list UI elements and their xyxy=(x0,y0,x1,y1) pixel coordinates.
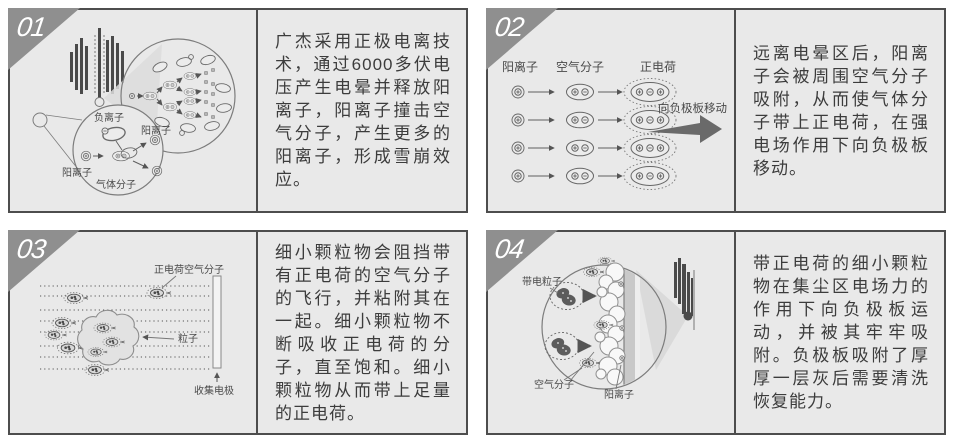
label-gas-molecule: 气体分子 xyxy=(96,178,136,191)
label-cation: 阳离子 xyxy=(604,388,634,401)
electrode-device xyxy=(674,258,695,330)
dust-collection-diagram: 带电粒子 空气分子 阳离子 xyxy=(488,232,734,433)
panel-divider xyxy=(256,232,258,433)
ion-attachment-diagram: 阳离子 空气分子 正电荷 xyxy=(488,10,734,211)
magnifier-source-point xyxy=(32,112,48,128)
step-panel-04: 04 xyxy=(486,230,946,435)
step-description: 远离电晕区后，阳离子会被周围空气分子吸附，从而使气体分子带上正电荷，在强电场作用… xyxy=(753,43,929,178)
step-panel-03: 03 正电荷空气分子 xyxy=(8,230,468,435)
collection-zone-circle xyxy=(541,264,667,390)
molecule-row xyxy=(512,135,676,162)
particle-blob xyxy=(77,309,140,366)
collecting-electrode-bar xyxy=(212,275,222,369)
step-description: 细小颗粒物会阻挡带有正电荷的空气分子的飞行，并粘附其在一起。细小颗粒物不断吸收正… xyxy=(275,242,451,423)
step-text-04: 带正电荷的细小颗粒物在集尘区电场力的作用下向负极板运动，并被其牢牢吸附。负极板吸… xyxy=(736,232,944,433)
panel-divider xyxy=(256,10,258,211)
dust-clouds xyxy=(594,262,626,386)
label-charged-particle: 带电粒子 xyxy=(522,275,562,288)
charged-particle-cluster xyxy=(544,332,580,360)
negative-plate-arrow xyxy=(648,115,722,143)
label-air-molecule: 空气分子 xyxy=(556,59,604,74)
particle-charging-diagram: 正电荷空气分子 粒子 收集电极 xyxy=(10,232,256,433)
label-cation: 阳离子 xyxy=(502,59,538,74)
label-cation-left: 阳离子 xyxy=(62,166,92,179)
corona-needle xyxy=(70,28,124,107)
label-charged-air-molecule: 正电荷空气分子 xyxy=(154,263,224,276)
dust-plate xyxy=(623,266,640,388)
molecule-row xyxy=(512,79,676,106)
step-number: 03 xyxy=(14,234,48,264)
step-text-03: 细小颗粒物会阻挡带有正电荷的空气分子的飞行，并粘附其在一起。细小颗粒物不断吸收正… xyxy=(258,232,466,433)
molecule-row xyxy=(512,107,676,134)
panel-divider xyxy=(734,10,736,211)
step-description: 带正电荷的细小颗粒物在集尘区电场力的作用下向负极板运动，并被其牢牢吸附。负极板吸… xyxy=(753,254,929,411)
label-negative-ion: 负离子 xyxy=(94,111,124,124)
label-cation-right: 阳离子 xyxy=(141,124,171,137)
step-text-02: 远离电晕区后，阳离子会被周围空气分子吸附，从而使气体分子带上正电荷，在强电场作用… xyxy=(736,10,944,211)
step-number: 04 xyxy=(492,234,526,264)
step-description: 广杰采用正极电离技术，通过6000多伏电压产生电晕并释放阳离子，阳离子撞击空气分… xyxy=(275,32,451,189)
step-number: 02 xyxy=(492,12,526,42)
label-particle: 粒子 xyxy=(178,332,198,345)
avalanche-magnified-circle xyxy=(120,38,236,154)
step-number: 01 xyxy=(14,12,48,42)
label-collecting-electrode: 收集电极 xyxy=(194,384,234,397)
molecule-row xyxy=(512,163,676,190)
label-positive-charge: 正电荷 xyxy=(640,60,676,74)
label-air-molecule: 空气分子 xyxy=(534,378,574,391)
corona-discharge-diagram: 负离子 阳离子 阳离子 气体分子 xyxy=(10,10,256,211)
step-panel-01: 01 xyxy=(8,8,468,213)
label-move-to-negative-plate: 向负极板移动 xyxy=(658,101,727,115)
step-text-01: 广杰采用正极电离技术，通过6000多伏电压产生电晕并释放阳离子，阳离子撞击空气分… xyxy=(258,10,466,211)
ionization-magnified-circle: 负离子 阳离子 阳离子 气体分子 xyxy=(62,104,171,196)
panel-divider xyxy=(734,232,736,433)
step-panel-02: 02 阳离子 空气分子 正电荷 xyxy=(486,8,946,213)
